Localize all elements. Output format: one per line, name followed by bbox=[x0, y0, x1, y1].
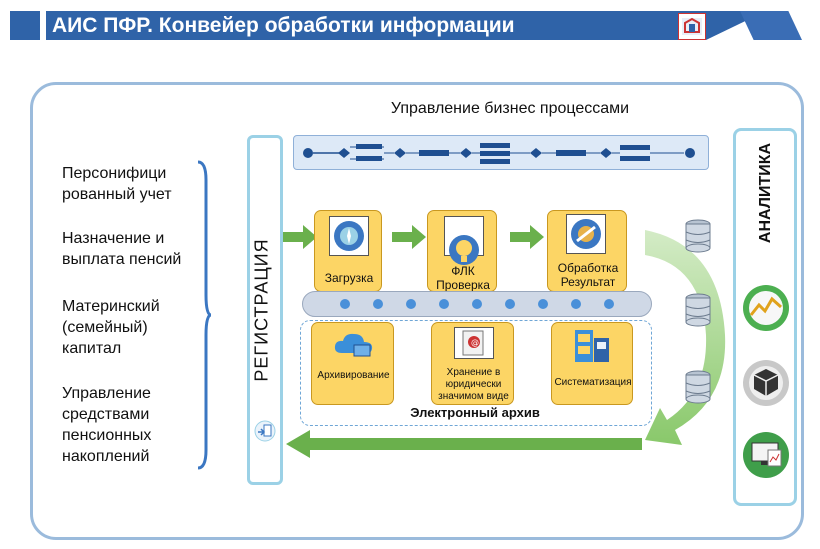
conveyor-roller bbox=[505, 299, 515, 309]
archive-legal-storage-label: Хранение в юридически значимом виде bbox=[438, 367, 509, 402]
conveyor-roller bbox=[340, 299, 350, 309]
return-arrow bbox=[286, 430, 642, 458]
process-flk-label: ФЛК Проверка bbox=[436, 264, 490, 292]
database-icon bbox=[685, 293, 711, 327]
left-item-savings: Управление средствами пенсионных накопле… bbox=[62, 385, 152, 465]
cloud-icon bbox=[334, 333, 373, 357]
bpm-label: Управление бизнес процессами bbox=[390, 100, 630, 117]
conveyor-roller bbox=[571, 299, 581, 309]
header-bar bbox=[46, 11, 706, 40]
archive-systematization: Систематизация bbox=[551, 322, 633, 405]
document-icon: @ bbox=[454, 327, 494, 359]
archive-archiving: Архивирование bbox=[311, 322, 394, 405]
conveyor-roller bbox=[604, 299, 614, 309]
arrow-to-flk bbox=[392, 225, 426, 249]
left-item-pension: Назначение и выплата пенсий bbox=[62, 230, 182, 268]
process-result: Обработка Результат bbox=[547, 210, 627, 292]
bpm-workflow-diagram bbox=[293, 135, 709, 170]
left-item-maternity: Материнский (семейный) капитал bbox=[62, 298, 160, 357]
archive-archiving-label: Архивирование bbox=[317, 370, 390, 381]
analytics-label: АНАЛИТИКА bbox=[757, 142, 774, 244]
svg-text:@: @ bbox=[471, 338, 479, 347]
pfr-logo-icon bbox=[678, 13, 706, 40]
header-accent-block bbox=[10, 11, 40, 40]
outer-frame bbox=[30, 82, 804, 540]
database-icon bbox=[685, 219, 711, 253]
process-flk: ФЛК Проверка bbox=[427, 210, 497, 292]
registration-label: РЕГИСТРАЦИЯ bbox=[251, 238, 272, 382]
process-icon bbox=[566, 214, 606, 254]
return-curve-arrow bbox=[645, 230, 726, 445]
report-icon bbox=[743, 432, 789, 478]
check-icon bbox=[444, 216, 484, 265]
conveyor-roller bbox=[472, 299, 482, 309]
arrow-to-processing bbox=[510, 225, 544, 249]
cube-icon bbox=[743, 360, 789, 406]
conveyor-roller bbox=[538, 299, 548, 309]
archive-legal-storage: @ Хранение в юридически значимом виде bbox=[431, 322, 514, 405]
database-icon bbox=[685, 370, 711, 404]
arrow-to-upload bbox=[283, 225, 317, 249]
conveyor-roller bbox=[439, 299, 449, 309]
left-bracket bbox=[197, 160, 212, 470]
left-item-personified: Персонифици рованный учет bbox=[62, 165, 172, 203]
process-result-label: Обработка Результат bbox=[557, 261, 619, 289]
conveyor-roller bbox=[406, 299, 416, 309]
electronic-archive-label: Электронный архив bbox=[410, 405, 540, 420]
cabinet-icon bbox=[575, 330, 609, 362]
page-title: АИС ПФР. Конвейер обработки информации bbox=[52, 14, 515, 37]
upload-icon bbox=[329, 216, 369, 256]
user-import-icon bbox=[254, 420, 276, 442]
process-upload: Загрузка bbox=[314, 210, 382, 292]
chart-icon bbox=[743, 285, 789, 331]
archive-systematization-label: Систематизация bbox=[554, 377, 632, 388]
conveyor-roller bbox=[373, 299, 383, 309]
process-upload-label: Загрузка bbox=[324, 271, 374, 285]
electronic-archive-group bbox=[300, 320, 652, 426]
